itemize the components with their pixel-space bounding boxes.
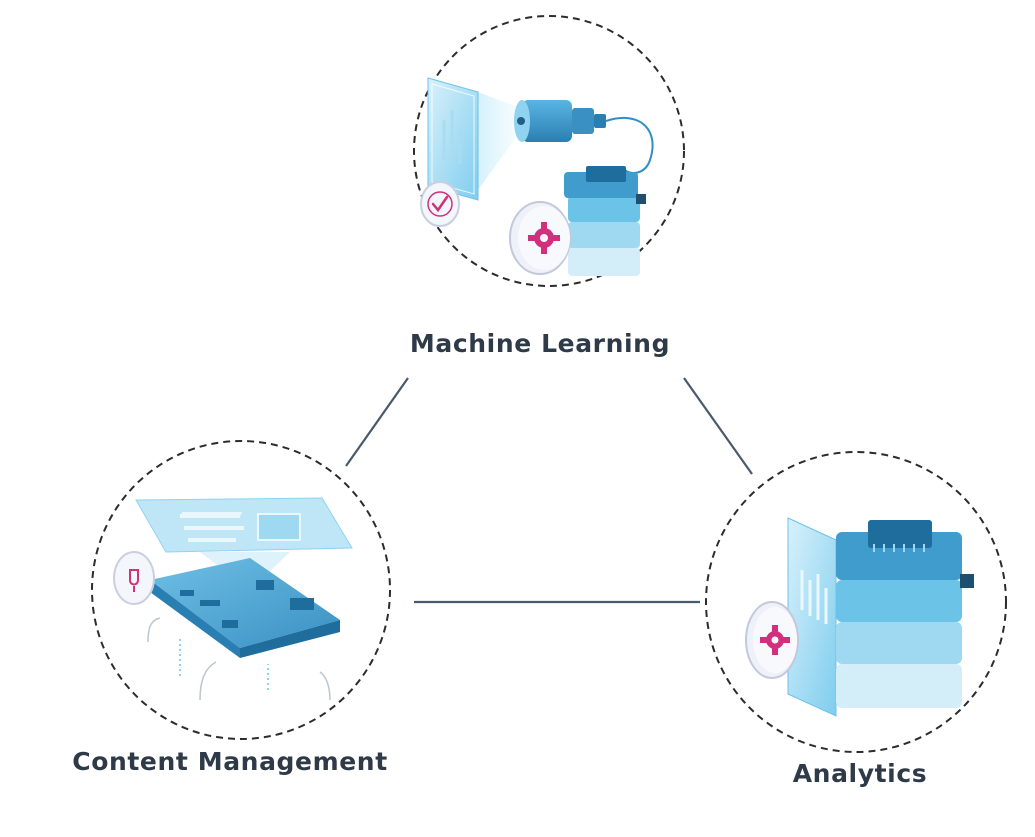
server-stack-chart-gear-icon — [745, 517, 974, 717]
camera-screen-gear-stack-icon — [420, 77, 654, 276]
node-analytics: Analytics — [705, 451, 1007, 788]
node-label-content-management: Content Management — [72, 747, 388, 776]
node-machine-learning: Machine Learning — [410, 15, 685, 358]
node-label-machine-learning: Machine Learning — [410, 329, 670, 358]
node-content-management: Content Management — [72, 440, 391, 776]
connector-ml-analytics — [683, 377, 753, 475]
node-label-analytics: Analytics — [793, 759, 928, 788]
connector-content-ml — [345, 377, 409, 467]
circuit-board-projection-icon — [113, 497, 353, 701]
